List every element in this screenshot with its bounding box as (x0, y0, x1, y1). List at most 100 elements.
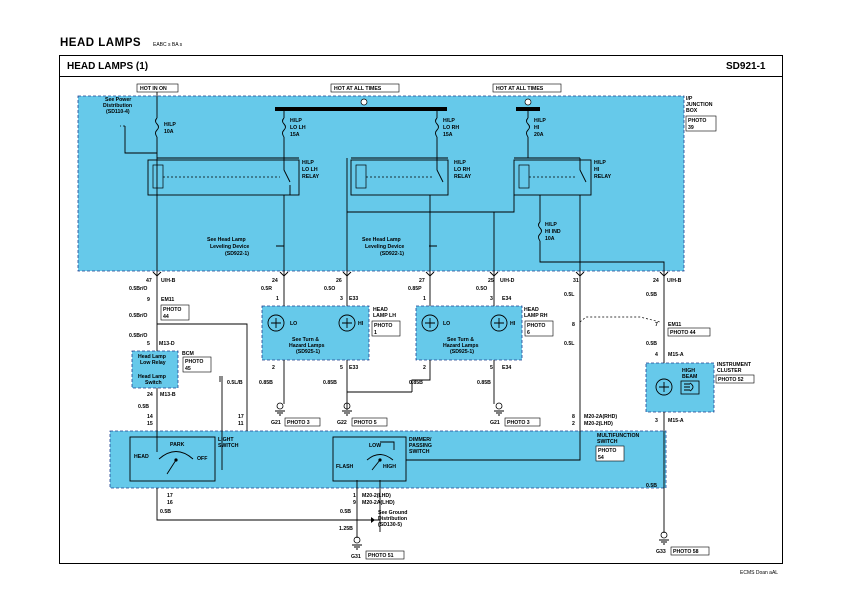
pin-m13d: M13-D (159, 341, 175, 347)
pin-7: 7 (655, 322, 658, 328)
g31-photo-tag (365, 550, 405, 560)
junction-photo-num: 39 (688, 125, 694, 131)
pin-m15a-a: M15-A (668, 352, 684, 358)
g21a-photo-tag (284, 417, 321, 427)
bus-bar-hi (516, 107, 540, 111)
fuse5-line2: HI IND (545, 229, 561, 235)
wire-lamp-returns (283, 360, 495, 404)
pin-25: 25 (488, 278, 494, 284)
photo44-a: PHOTO (163, 307, 181, 313)
pin-47: 47 (146, 278, 152, 284)
wire-label-w13: 0.5L/B (227, 380, 243, 386)
junction-box-name-2: JUNCTION (686, 102, 713, 108)
junction-photo: PHOTO (688, 118, 706, 124)
bcm-photo-tag (182, 356, 212, 373)
fuse3-line2: LO RH (443, 125, 459, 131)
bcm-photo-1: PHOTO (185, 359, 203, 365)
pin-uh8-b: U/H-B (667, 278, 682, 284)
cluster-beam-1: HIGH (682, 368, 695, 374)
lamp-rh-photo-2: 6 (527, 330, 530, 336)
pin-5a: 5 (340, 365, 343, 371)
hot-in-on-tag (136, 83, 179, 93)
pin-5b: 5 (490, 365, 493, 371)
pin-17b: 17 (167, 493, 173, 499)
leveling2-line1: See Head Lamp (362, 237, 401, 243)
pin-26: 26 (336, 278, 342, 284)
wire-label-w18b: 0.5B (340, 509, 351, 515)
dimmer-1: DIMMER/ (409, 437, 432, 443)
fuse-symbol-1 (155, 117, 159, 138)
wire-g31 (356, 480, 381, 538)
bus-bar-main-terminal (360, 98, 368, 106)
dimmer-switch (332, 431, 581, 482)
pin-24c: 24 (147, 392, 153, 398)
relay1-line1: H/LP (302, 160, 314, 166)
cluster-photo-tag (715, 374, 755, 384)
g33: G33 (656, 549, 666, 555)
hot-at-all-times-label-2: HOT AT ALL TIMES (496, 86, 544, 92)
pin-uh8-a: U/H-B (161, 278, 176, 284)
wire-to-24b (539, 195, 665, 276)
wire-bcm-loop (157, 323, 248, 431)
relay1-line2: LO LH (302, 167, 318, 173)
pin-1c: 1 (353, 493, 356, 499)
switch-low: LOW (369, 443, 381, 449)
bcm-box (131, 350, 179, 389)
lamp-rh-photo-tag (524, 320, 554, 337)
switch-high: HIGH (383, 464, 396, 470)
pin-17: 17 (238, 414, 244, 420)
wire-label-w3: 0.5Br/O (129, 333, 147, 339)
wire-label-w7: 0.85P (408, 286, 422, 292)
multifunction-switch-box (109, 430, 667, 489)
bcm-name: BCM (182, 351, 194, 357)
pin-m15a-b: M15-A (668, 418, 684, 424)
multi-2: SWITCH (597, 439, 618, 445)
wire-label-w17: 0.85B (477, 380, 491, 386)
diagram-title: HEAD LAMPS (1) (67, 61, 149, 72)
bcm-relay-2: Low Relay (140, 360, 166, 366)
g31-photo: PHOTO 51 (368, 553, 394, 559)
pin-8: 8 (572, 322, 575, 328)
wire-label-w5: 0.5R (261, 286, 272, 292)
bcm-switch-1: Head Lamp (138, 374, 166, 380)
fuse5-line3: 10A (545, 236, 555, 242)
pin-em11-a: EM11 (161, 297, 174, 303)
relay2-line2: LO RH (454, 167, 470, 173)
wire-label-w15: 0.85B (323, 380, 337, 386)
pin-1b: 1 (423, 296, 426, 302)
page-code: EABC s BA s (153, 42, 183, 48)
wire-label-w1: 0.5Br/O (129, 286, 147, 292)
lamp-lh-photo-tag (371, 320, 401, 337)
fuse3-line1: H/LP (443, 118, 455, 124)
head-lamp-lh-box (261, 305, 370, 361)
fuse1-line1: H/LP (164, 122, 176, 128)
pin-27: 27 (419, 278, 425, 284)
multi-photo-tag (595, 445, 625, 462)
pin-5: 5 (147, 341, 150, 347)
cluster-name-2: CLUSTER (717, 368, 742, 374)
junction-box (77, 95, 685, 272)
g22-photo-tag (351, 417, 388, 427)
switch-park: PARK (170, 442, 185, 448)
wire-light-switch-11 (219, 376, 223, 431)
wire-label-w20: 0.5B (646, 483, 657, 489)
hot-in-on-label: HOT IN ON (140, 86, 167, 92)
head-lamp-rh-box (415, 305, 523, 361)
pin-24b: 24 (653, 278, 659, 284)
wire-label-w6: 0.5O (324, 286, 335, 292)
pin-e34: E34 (502, 296, 511, 302)
multi-photo-2: 54 (598, 455, 604, 461)
ground-g22 (342, 402, 352, 416)
leveling1-line1: See Head Lamp (207, 237, 246, 243)
lamp-lh-name-1: HEAD (373, 307, 388, 313)
wire-label-w18: 0.5B (160, 509, 171, 515)
ground-ref-1: See Ground (378, 510, 407, 516)
relay-lo-rh (350, 158, 449, 196)
fuse4-line3: 20A (534, 132, 544, 138)
dimmer-3: SWITCH (409, 449, 430, 455)
lamp-lh-lo (267, 314, 285, 332)
g21a: G21 (271, 420, 281, 426)
footer-code: ECMS Doan aAL (740, 570, 779, 576)
wire-label-w11: 0.5L (564, 341, 575, 347)
relay3-line3: RELAY (594, 174, 612, 180)
